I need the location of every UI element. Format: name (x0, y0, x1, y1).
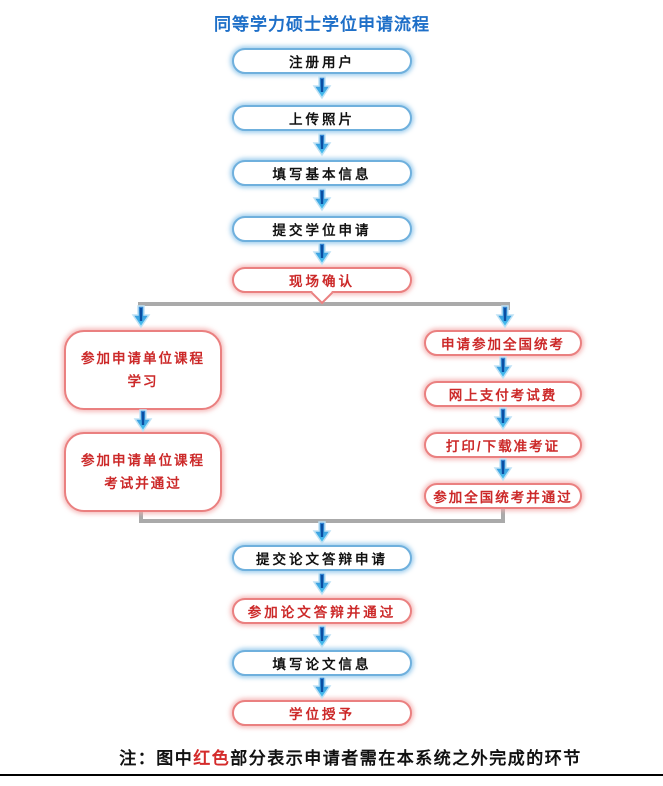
split-connector-line (138, 302, 510, 306)
down-arrow-icon (312, 76, 332, 100)
down-arrow-icon (493, 356, 513, 380)
down-arrow-icon (493, 407, 513, 431)
legend-note: 注：图中红色部分表示申请者需在本系统之外完成的环节 (19, 744, 663, 769)
down-arrow-icon (312, 188, 332, 212)
step-degree-conferral: 学位授予 (232, 700, 412, 726)
merge-connector-left-stub (139, 511, 143, 523)
down-arrow-icon (312, 521, 332, 545)
step-submit-defense-application: 提交论文答辩申请 (232, 545, 412, 571)
down-arrow-icon (312, 242, 332, 266)
step-apply-national-exam: 申请参加全国统考 (424, 330, 582, 356)
legend-note-red-highlight: 红色 (193, 749, 231, 768)
step-print-admission-ticket: 打印/下载准考证 (424, 432, 582, 458)
merge-connector-right-stub (501, 508, 505, 523)
step-pass-national-exam: 参加全国统考并通过 (424, 483, 582, 509)
down-arrow-icon (312, 572, 332, 596)
down-arrow-icon (493, 458, 513, 482)
step-upload-photo: 上传照片 (232, 105, 412, 131)
down-arrow-icon (312, 133, 332, 157)
step-pass-thesis-defense: 参加论文答辩并通过 (232, 598, 412, 624)
step-register-user: 注册用户 (232, 48, 412, 74)
legend-note-suffix: 部分表示申请者需在本系统之外完成的环节 (230, 749, 582, 768)
step-pay-exam-fee-online: 网上支付考试费 (424, 381, 582, 407)
bottom-divider (0, 774, 663, 776)
down-arrow-icon (312, 625, 332, 649)
down-arrow-icon (133, 409, 153, 433)
legend-note-prefix: 注：图中 (119, 749, 194, 768)
down-arrow-icon (495, 305, 515, 329)
page-title: 同等学力硕士学位申请流程 (214, 15, 430, 34)
step-attend-unit-courses: 参加申请单位课程学习 (64, 330, 222, 410)
merge-connector-line (139, 519, 505, 523)
step-fill-basic-info: 填写基本信息 (232, 160, 412, 186)
step-fill-thesis-info: 填写论文信息 (232, 650, 412, 676)
down-arrow-icon (131, 305, 151, 329)
step-submit-degree-application: 提交学位申请 (232, 216, 412, 242)
down-arrow-icon (312, 676, 332, 700)
step-pass-unit-course-exams: 参加申请单位课程考试并通过 (64, 432, 222, 512)
